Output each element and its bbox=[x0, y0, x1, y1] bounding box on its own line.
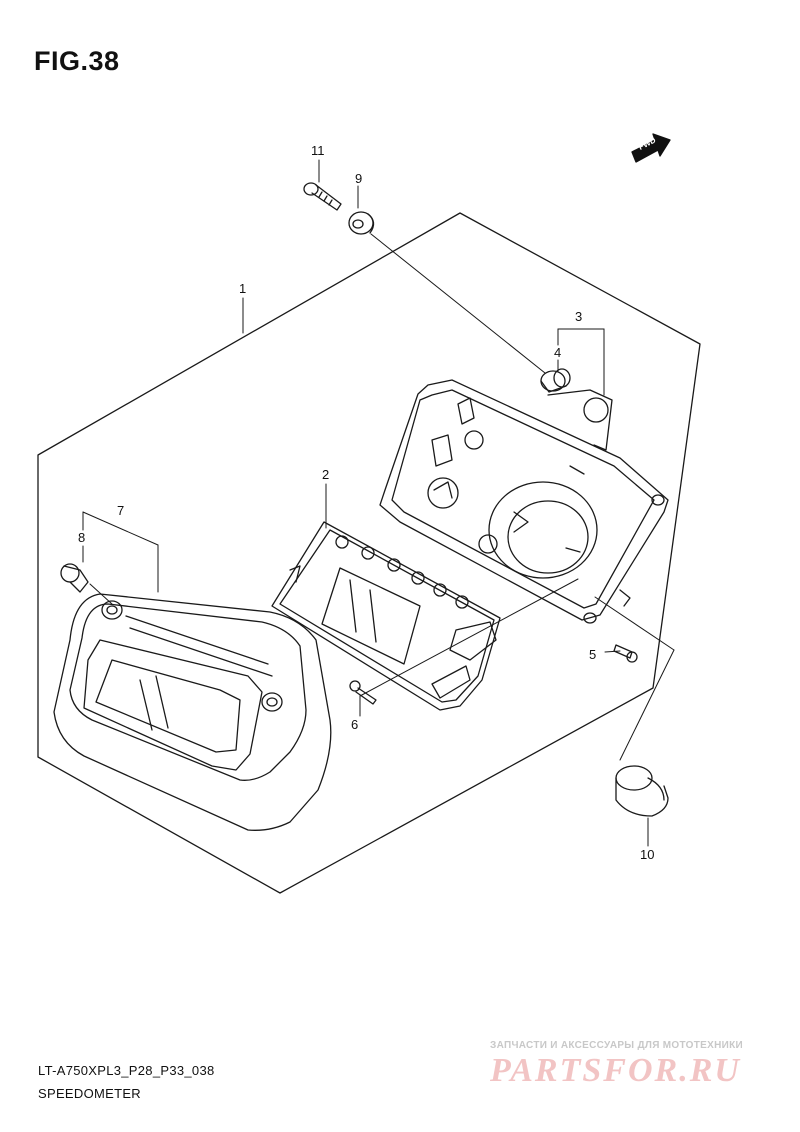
callout-9: 9 bbox=[355, 171, 363, 186]
callout-8: 8 bbox=[78, 530, 86, 545]
callout-11: 11 bbox=[311, 143, 325, 158]
meter-upper-case-part-3 bbox=[379, 379, 669, 624]
callout-3: 3 bbox=[575, 309, 583, 324]
grommet-part-9 bbox=[348, 211, 375, 235]
screw-part-11 bbox=[303, 182, 342, 211]
leader-lines bbox=[82, 159, 675, 847]
callout-10: 10 bbox=[640, 847, 655, 862]
callout-7: 7 bbox=[117, 503, 125, 518]
diagram-name: SPEEDOMETER bbox=[38, 1086, 141, 1101]
meter-unit-part-2 bbox=[271, 521, 501, 711]
callout-4: 4 bbox=[554, 345, 562, 360]
screw-part-5 bbox=[613, 644, 638, 663]
screw-part-6 bbox=[349, 680, 377, 705]
meter-bezel-part-7 bbox=[53, 593, 332, 831]
callout-2: 2 bbox=[322, 467, 330, 482]
callout-1: 1 bbox=[239, 281, 247, 296]
figure-title: FIG.38 bbox=[34, 46, 120, 76]
watermark-brand: PARTSFOR.RU bbox=[490, 1052, 741, 1089]
grommet-part-4 bbox=[540, 368, 571, 393]
callout-5: 5 bbox=[589, 647, 597, 662]
screw-part-8 bbox=[60, 563, 89, 593]
assembly-outline bbox=[37, 212, 701, 894]
watermark-tagline: ЗАПЧАСТИ И АКСЕССУАРЫ ДЛЯ МОТОТЕХНИКИ bbox=[490, 1040, 743, 1051]
diagram-code: LT-A750XPL3_P28_P33_038 bbox=[38, 1063, 215, 1078]
indicator-light-part-10 bbox=[615, 765, 669, 817]
callout-6: 6 bbox=[351, 717, 359, 732]
fwd-arrow-icon bbox=[631, 133, 671, 163]
